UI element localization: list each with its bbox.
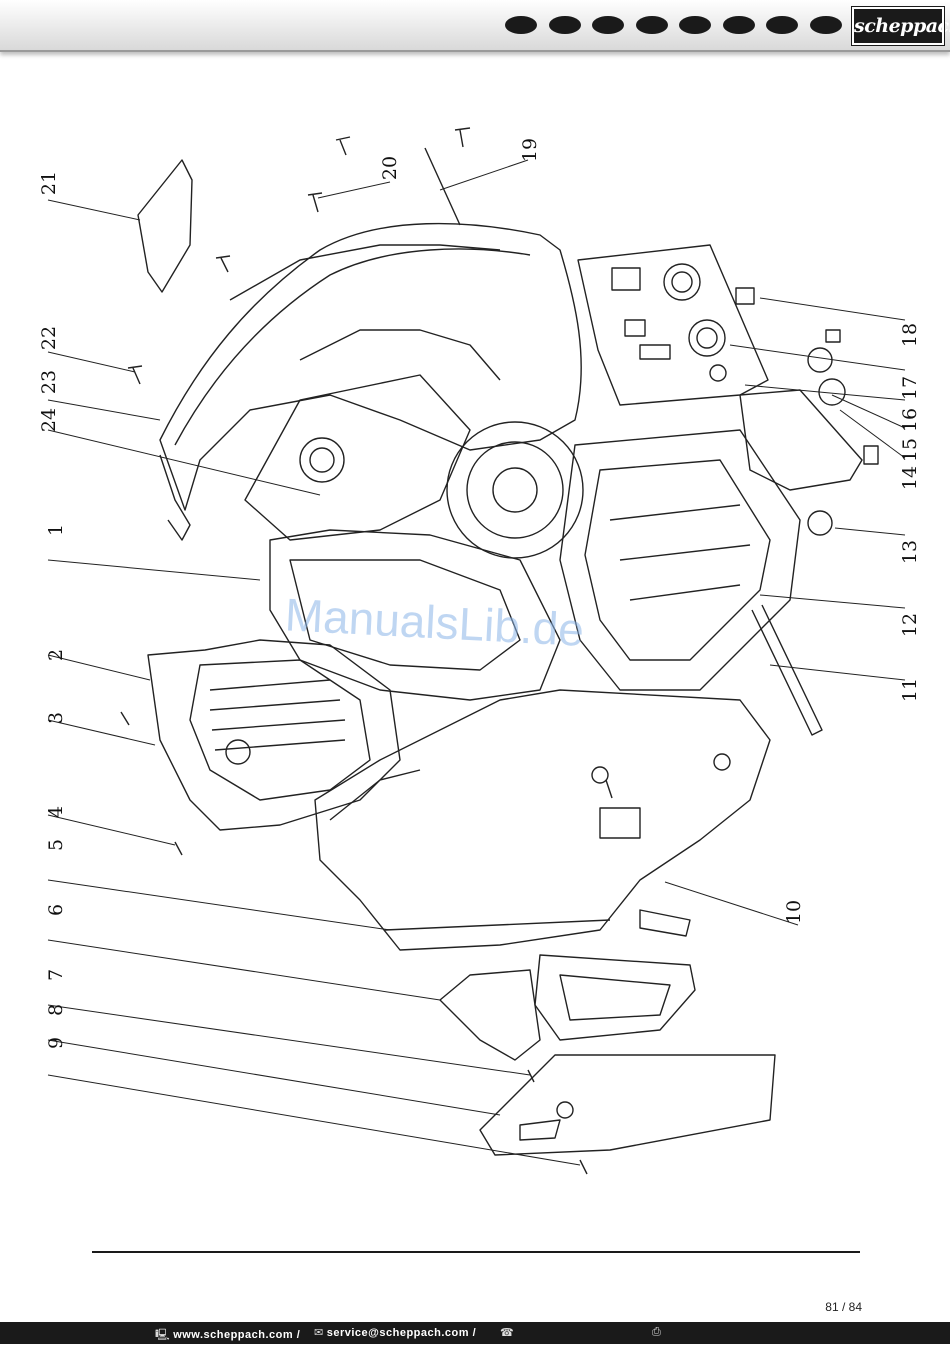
callout-14: 14 [899, 466, 921, 490]
callout-24: 24 [38, 408, 60, 432]
callout-1: 1 [45, 524, 67, 536]
callout-12: 12 [899, 613, 921, 637]
callout-18: 18 [899, 323, 921, 347]
side-panel-part [138, 160, 192, 292]
callout-15: 15 [899, 438, 921, 462]
callout-23: 23 [38, 370, 60, 394]
engine-frame-part [560, 430, 800, 690]
header-dot [723, 16, 755, 34]
callout-10: 10 [783, 900, 805, 924]
header-dot [549, 16, 581, 34]
email-link[interactable]: ✉service@scheppach.com / [314, 1326, 476, 1339]
bottom-shell-part [315, 690, 770, 950]
top-cover-part [160, 224, 581, 510]
callout-19: 19 [519, 138, 541, 162]
header-dot [505, 16, 537, 34]
callout-20: 20 [379, 156, 401, 180]
left-cover-part [148, 640, 400, 830]
callout-13: 13 [899, 540, 921, 564]
header-dot [636, 16, 668, 34]
exploded-parts-diagram: 123456789101112131415161718192021222324 … [0, 60, 950, 1240]
website-link[interactable]: 🖳www.scheppach.com / [155, 1326, 300, 1345]
phone-icon: ☎ [500, 1326, 517, 1339]
callout-7: 7 [45, 969, 67, 981]
website-text: www.scheppach.com / [173, 1329, 300, 1341]
callout-9: 9 [45, 1037, 67, 1049]
callout-2: 2 [45, 649, 67, 661]
header-dot [679, 16, 711, 34]
brand-logo: scheppach [852, 7, 944, 45]
callout-22: 22 [38, 326, 60, 350]
page-footer: 🖳www.scheppach.com / ✉service@scheppach.… [0, 1322, 950, 1344]
callout-8: 8 [45, 1004, 67, 1016]
email-text: service@scheppach.com / [327, 1327, 476, 1339]
control-panel-part [578, 245, 768, 405]
callout-4: 4 [45, 806, 67, 818]
callout-3: 3 [45, 712, 67, 724]
computer-icon: 🖳 [155, 1329, 170, 1341]
callout-5: 5 [45, 839, 67, 851]
printer-icon: ⎙ [652, 1326, 664, 1339]
page-number: 81 / 84 [810, 1300, 862, 1314]
callout-17: 17 [899, 376, 921, 400]
page-header: scheppach [0, 0, 950, 52]
callout-16: 16 [899, 408, 921, 432]
header-dot [766, 16, 798, 34]
footer-rule [92, 1251, 860, 1253]
header-dot [810, 16, 842, 34]
callout-11: 11 [899, 678, 921, 702]
callout-6: 6 [45, 904, 67, 916]
air-filter-part [535, 955, 695, 1040]
callout-21: 21 [38, 171, 60, 195]
mail-icon: ✉ [314, 1327, 324, 1339]
header-dot [592, 16, 624, 34]
